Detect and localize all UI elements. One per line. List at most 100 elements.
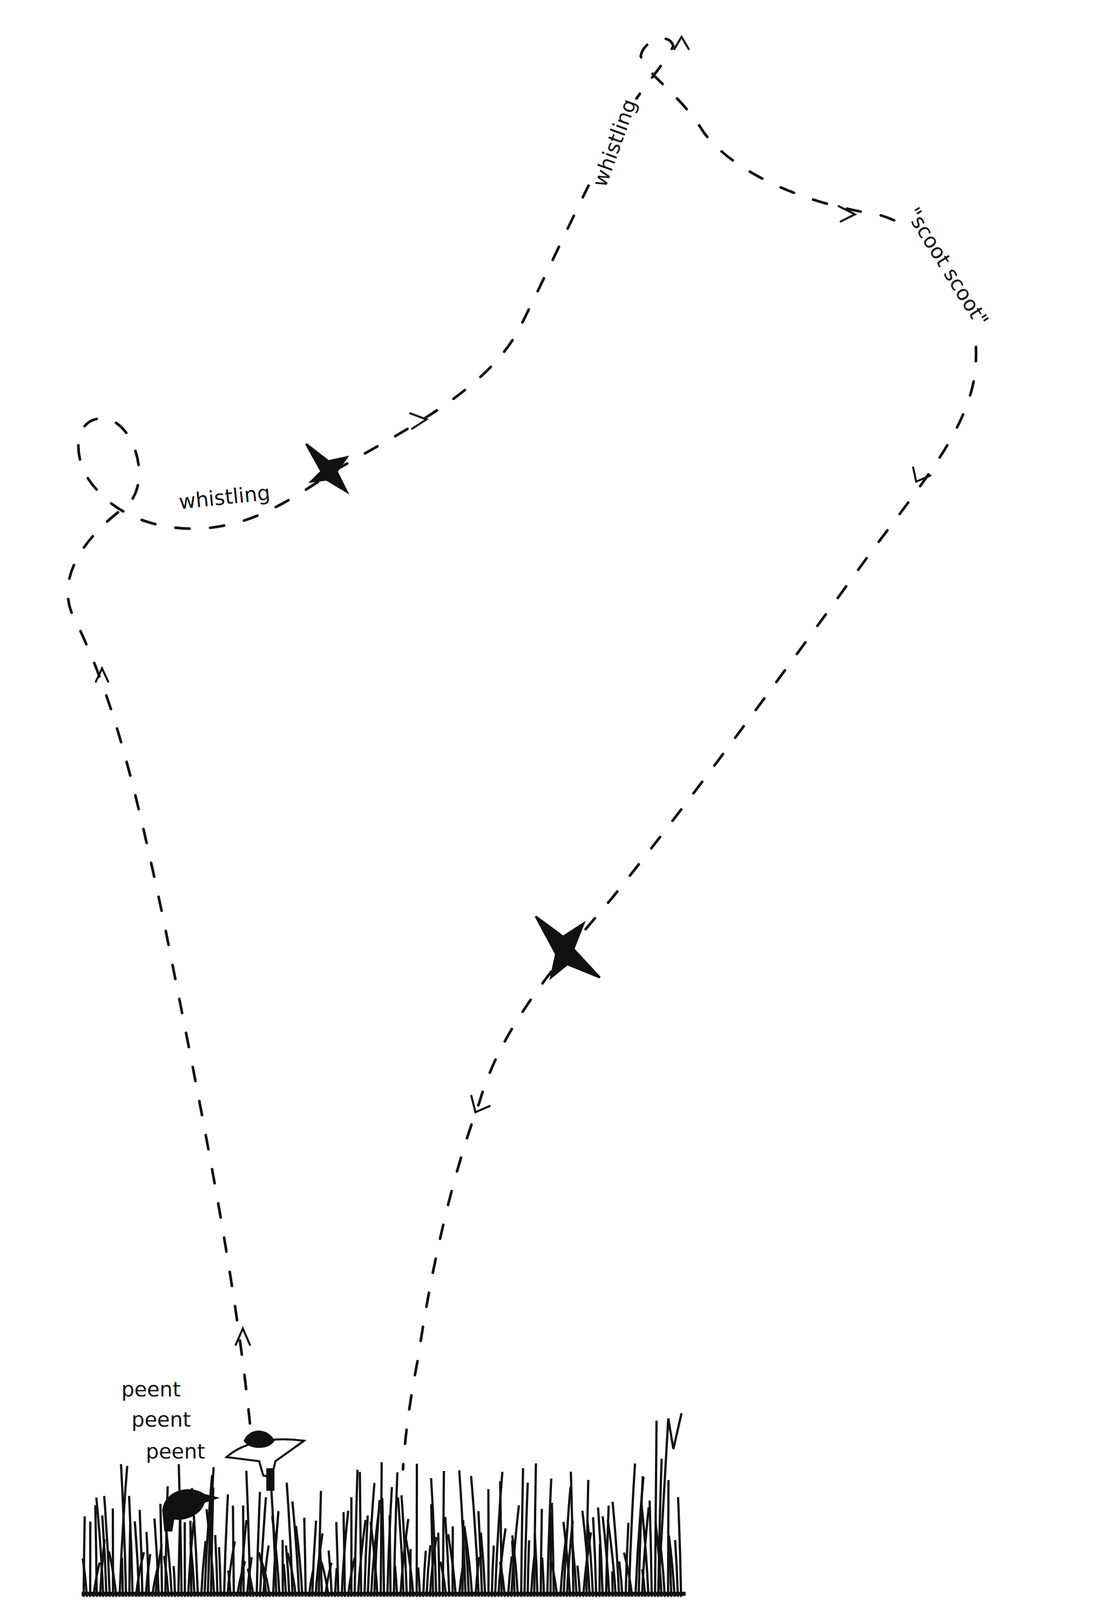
grass-blade	[219, 1546, 221, 1597]
grass-blade	[389, 1515, 391, 1598]
grass-blade	[619, 1561, 623, 1598]
grass-blade	[146, 1531, 150, 1597]
grass-blade	[104, 1495, 110, 1597]
grass-blade	[261, 1562, 270, 1597]
sound-label: whistling	[175, 481, 274, 515]
grass-blade	[658, 1413, 682, 1597]
grass-blade	[624, 1552, 633, 1597]
grass-blade	[380, 1462, 382, 1597]
grass-blade	[122, 1557, 124, 1597]
sound-label: peent	[143, 1440, 208, 1464]
grass-blade	[319, 1541, 322, 1597]
ground-line	[81, 1591, 686, 1597]
grass-blade	[481, 1532, 486, 1597]
grass-blade	[241, 1505, 245, 1597]
grass-blade	[563, 1521, 570, 1597]
grass-blade	[415, 1463, 419, 1598]
grass-blade	[183, 1522, 186, 1597]
grass-blade	[120, 1463, 126, 1597]
grass-blade	[224, 1494, 228, 1597]
grass-blade	[527, 1540, 530, 1598]
grass-blade	[178, 1463, 182, 1597]
grass-blade	[321, 1562, 329, 1597]
grass-blade	[232, 1505, 234, 1597]
grass-blade	[82, 1558, 87, 1597]
grass-blade	[551, 1561, 558, 1597]
grass-blade	[341, 1510, 349, 1597]
grass-blade	[165, 1520, 172, 1597]
grass-blade	[129, 1495, 133, 1597]
grass-blade	[160, 1503, 162, 1598]
grass-blade	[521, 1468, 524, 1597]
sound-label: "scoot scoot"	[899, 201, 994, 334]
grass-blade	[572, 1543, 577, 1597]
grass-blade	[96, 1497, 104, 1597]
grass-blade	[570, 1471, 574, 1597]
grass-blade	[478, 1510, 483, 1597]
flight-path	[68, 38, 977, 1470]
grass-blade	[272, 1515, 280, 1597]
grass-blade	[438, 1532, 440, 1597]
sound-label: peent	[119, 1377, 184, 1402]
grass-blade	[139, 1509, 143, 1597]
grass-blade	[547, 1478, 552, 1597]
grass-blade	[109, 1551, 117, 1597]
grass-blade	[154, 1518, 159, 1597]
grass-blade	[191, 1488, 198, 1598]
grass-blade	[401, 1495, 408, 1597]
grass-blade	[592, 1517, 597, 1598]
direction-arrows	[96, 36, 931, 1345]
grass-blade	[470, 1475, 479, 1597]
grass-blade	[430, 1477, 437, 1597]
grass-blade	[500, 1481, 502, 1597]
grass-blade	[512, 1535, 518, 1597]
grass-blade	[540, 1508, 542, 1597]
grass-blade	[89, 1521, 92, 1597]
grass-blade	[286, 1482, 293, 1598]
grass-blade	[382, 1497, 384, 1597]
grass-blade	[134, 1521, 140, 1597]
grass	[81, 1413, 686, 1597]
grass-blade	[303, 1517, 306, 1598]
grass-blade	[190, 1541, 195, 1597]
grass-blade	[354, 1469, 358, 1598]
grass-blade	[83, 1516, 85, 1597]
grass-blade	[500, 1561, 505, 1597]
grass-blade	[95, 1505, 97, 1598]
grass-blade	[678, 1496, 682, 1597]
grass-blade	[343, 1511, 345, 1597]
grass-blade	[445, 1516, 450, 1597]
grass-blade	[491, 1545, 495, 1597]
grass-blade	[674, 1539, 678, 1597]
grass-blade	[287, 1552, 296, 1597]
grass-blade	[295, 1525, 303, 1597]
grass-blade	[641, 1502, 649, 1597]
grass-blade	[587, 1519, 593, 1597]
grass-blade	[440, 1561, 447, 1597]
grass-blade	[551, 1502, 554, 1597]
sound-label: peent	[129, 1408, 194, 1432]
grass-blade	[359, 1471, 361, 1597]
grass-blade	[534, 1534, 538, 1598]
grass-blade	[256, 1491, 260, 1597]
grass-blade	[393, 1471, 398, 1597]
grass-blade	[542, 1557, 544, 1597]
grass-blade	[649, 1500, 652, 1597]
grass-blade	[336, 1522, 339, 1598]
grass-blade	[164, 1556, 169, 1598]
grass-blade	[206, 1509, 214, 1597]
grass-blade	[350, 1496, 353, 1597]
grass-blade	[534, 1463, 536, 1597]
grass-blade	[405, 1536, 414, 1598]
grass-blade	[511, 1505, 519, 1597]
grass-blade	[464, 1527, 472, 1597]
grass-blade	[612, 1501, 619, 1597]
grass-blade	[423, 1550, 427, 1597]
grass-blade	[654, 1420, 657, 1598]
grass-blade	[448, 1534, 456, 1597]
grass-blade	[487, 1489, 490, 1598]
sound-label: whistling	[587, 93, 643, 193]
grass-blade	[328, 1550, 333, 1597]
grass-blade	[214, 1535, 218, 1598]
grass-blade	[669, 1535, 675, 1598]
